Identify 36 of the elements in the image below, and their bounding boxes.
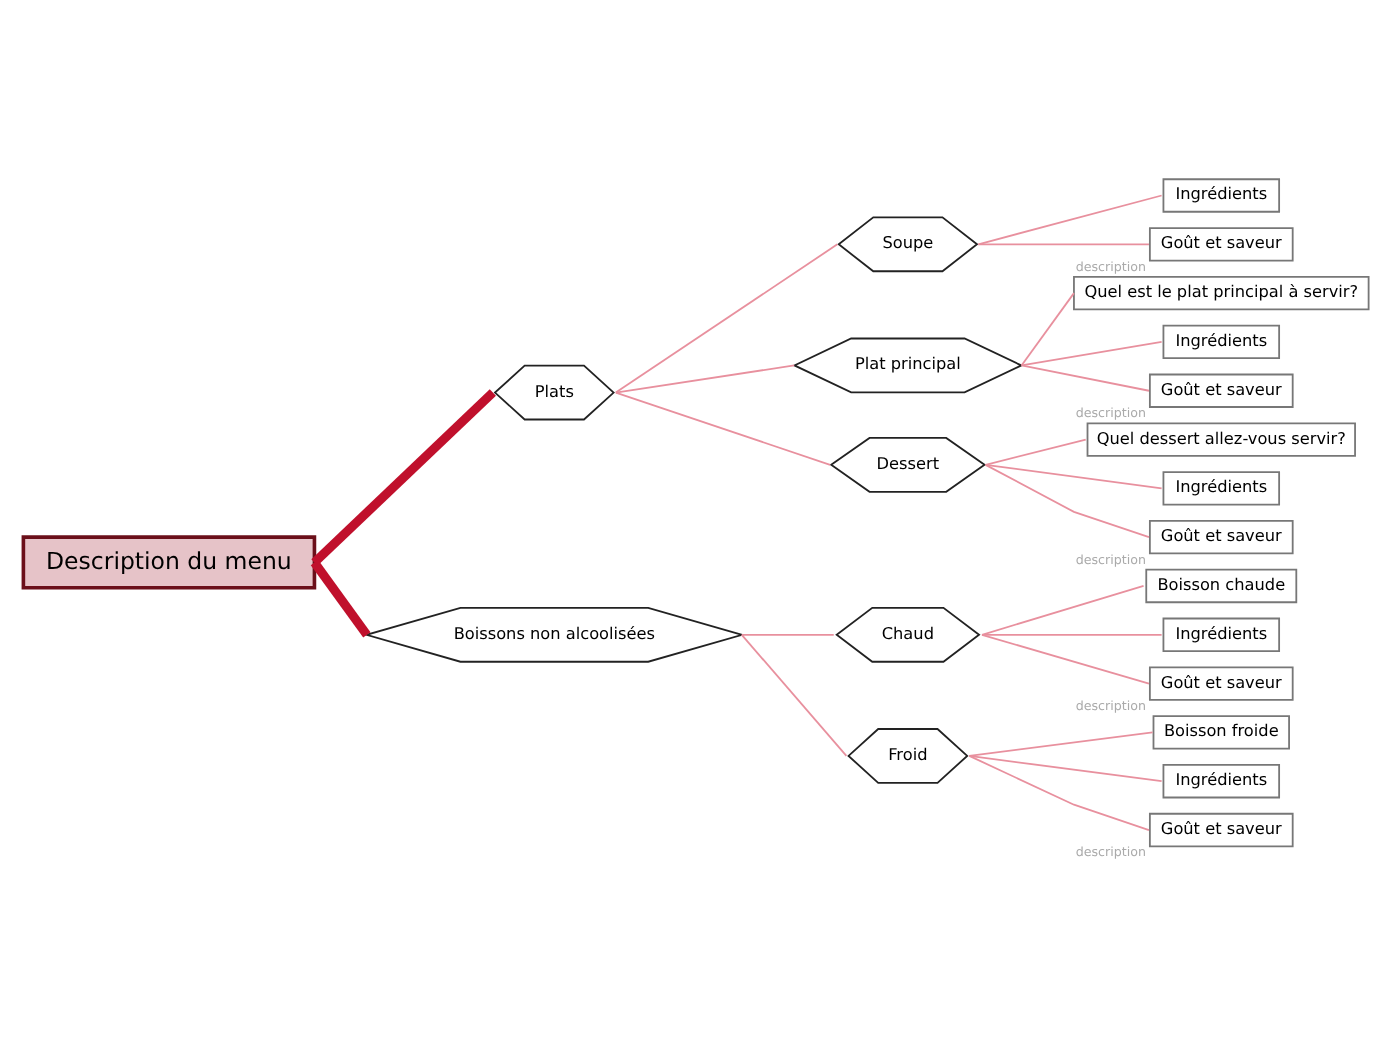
node-box: Goût et saveur [1148, 373, 1294, 408]
node-box: Ingrédients [1162, 617, 1281, 652]
node-box: Goût et saveur [1148, 227, 1294, 262]
connector [977, 243, 1150, 246]
connector [311, 389, 496, 566]
node-box: Goût et saveur [1148, 666, 1294, 701]
connector [981, 633, 1150, 685]
connector [968, 731, 1154, 757]
node-box: Boisson froide [1152, 715, 1290, 750]
connector [614, 243, 839, 394]
connector [1020, 364, 1150, 392]
connector [1020, 292, 1075, 367]
connector [310, 559, 371, 638]
connector [740, 633, 835, 636]
connector [968, 755, 1163, 783]
node-box: Ingrédients [1162, 324, 1281, 360]
node-box: Goût et saveur [1148, 520, 1294, 555]
connector [740, 633, 848, 757]
node-box: Description du menu [21, 535, 317, 590]
connector [981, 633, 1163, 636]
connector [1020, 341, 1163, 367]
node-box: Ingrédients [1162, 178, 1281, 213]
node-box: Quel dessert allez-vous servir? [1086, 422, 1356, 457]
connector [977, 194, 1163, 246]
connector [984, 463, 1163, 490]
node-box: Goût et saveur [1148, 812, 1294, 848]
connector [984, 463, 1150, 539]
node-box: Ingrédients [1162, 764, 1281, 799]
node-box: Boisson chaude [1145, 568, 1298, 604]
connector [984, 438, 1087, 466]
connector [614, 391, 832, 466]
connector [614, 364, 796, 394]
node-box: Ingrédients [1162, 471, 1281, 506]
node-box: Quel est le plat principal à servir? [1073, 275, 1370, 311]
connector [968, 755, 1150, 831]
connector [981, 585, 1145, 636]
